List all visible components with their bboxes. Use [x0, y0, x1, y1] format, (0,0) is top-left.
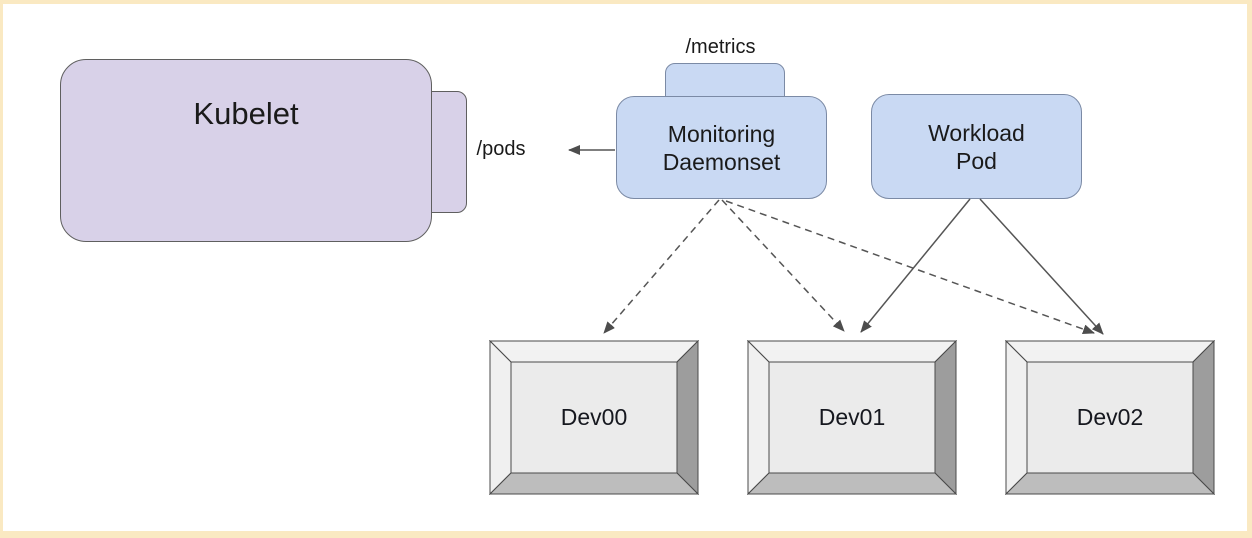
monitoring-daemonset-node: Monitoring Daemonset [616, 96, 827, 199]
monitoring-daemonset-label: Monitoring Daemonset [663, 120, 781, 176]
workload-pod-label: Workload Pod [928, 119, 1025, 175]
monitoring-line2: Daemonset [662, 148, 781, 175]
edge-monitoring-to-dev00 [603, 199, 720, 334]
kubelet-node: Kubelet [60, 59, 432, 242]
workload-line2: Pod [956, 147, 997, 174]
workload-line1: Workload [928, 119, 1025, 146]
edge-monitoring-to-dev01 [721, 199, 845, 332]
edge-workload-to-dev02 [979, 198, 1104, 335]
workload-pod-node: Workload Pod [871, 94, 1082, 199]
monitoring-line1: Monitoring [667, 120, 776, 147]
device-label: Dev01 [818, 404, 886, 430]
pods-endpoint-label: /pods [476, 137, 526, 160]
edge-workload-to-dev01 [860, 198, 971, 333]
device-bevel-shape [489, 340, 699, 495]
metrics-endpoint-label: /metrics [685, 35, 756, 58]
device-bevel-shape [1005, 340, 1215, 495]
device-node-dev02: Dev02 [1005, 340, 1215, 495]
kubelet-label: Kubelet [193, 96, 299, 131]
device-label: Dev02 [1076, 404, 1144, 430]
device-node-dev00: Dev00 [489, 340, 699, 495]
device-node-dev01: Dev01 [747, 340, 957, 495]
device-bevel-shape [747, 340, 957, 495]
device-label: Dev00 [560, 404, 628, 430]
edge-monitoring-to-dev02 [725, 200, 1095, 334]
